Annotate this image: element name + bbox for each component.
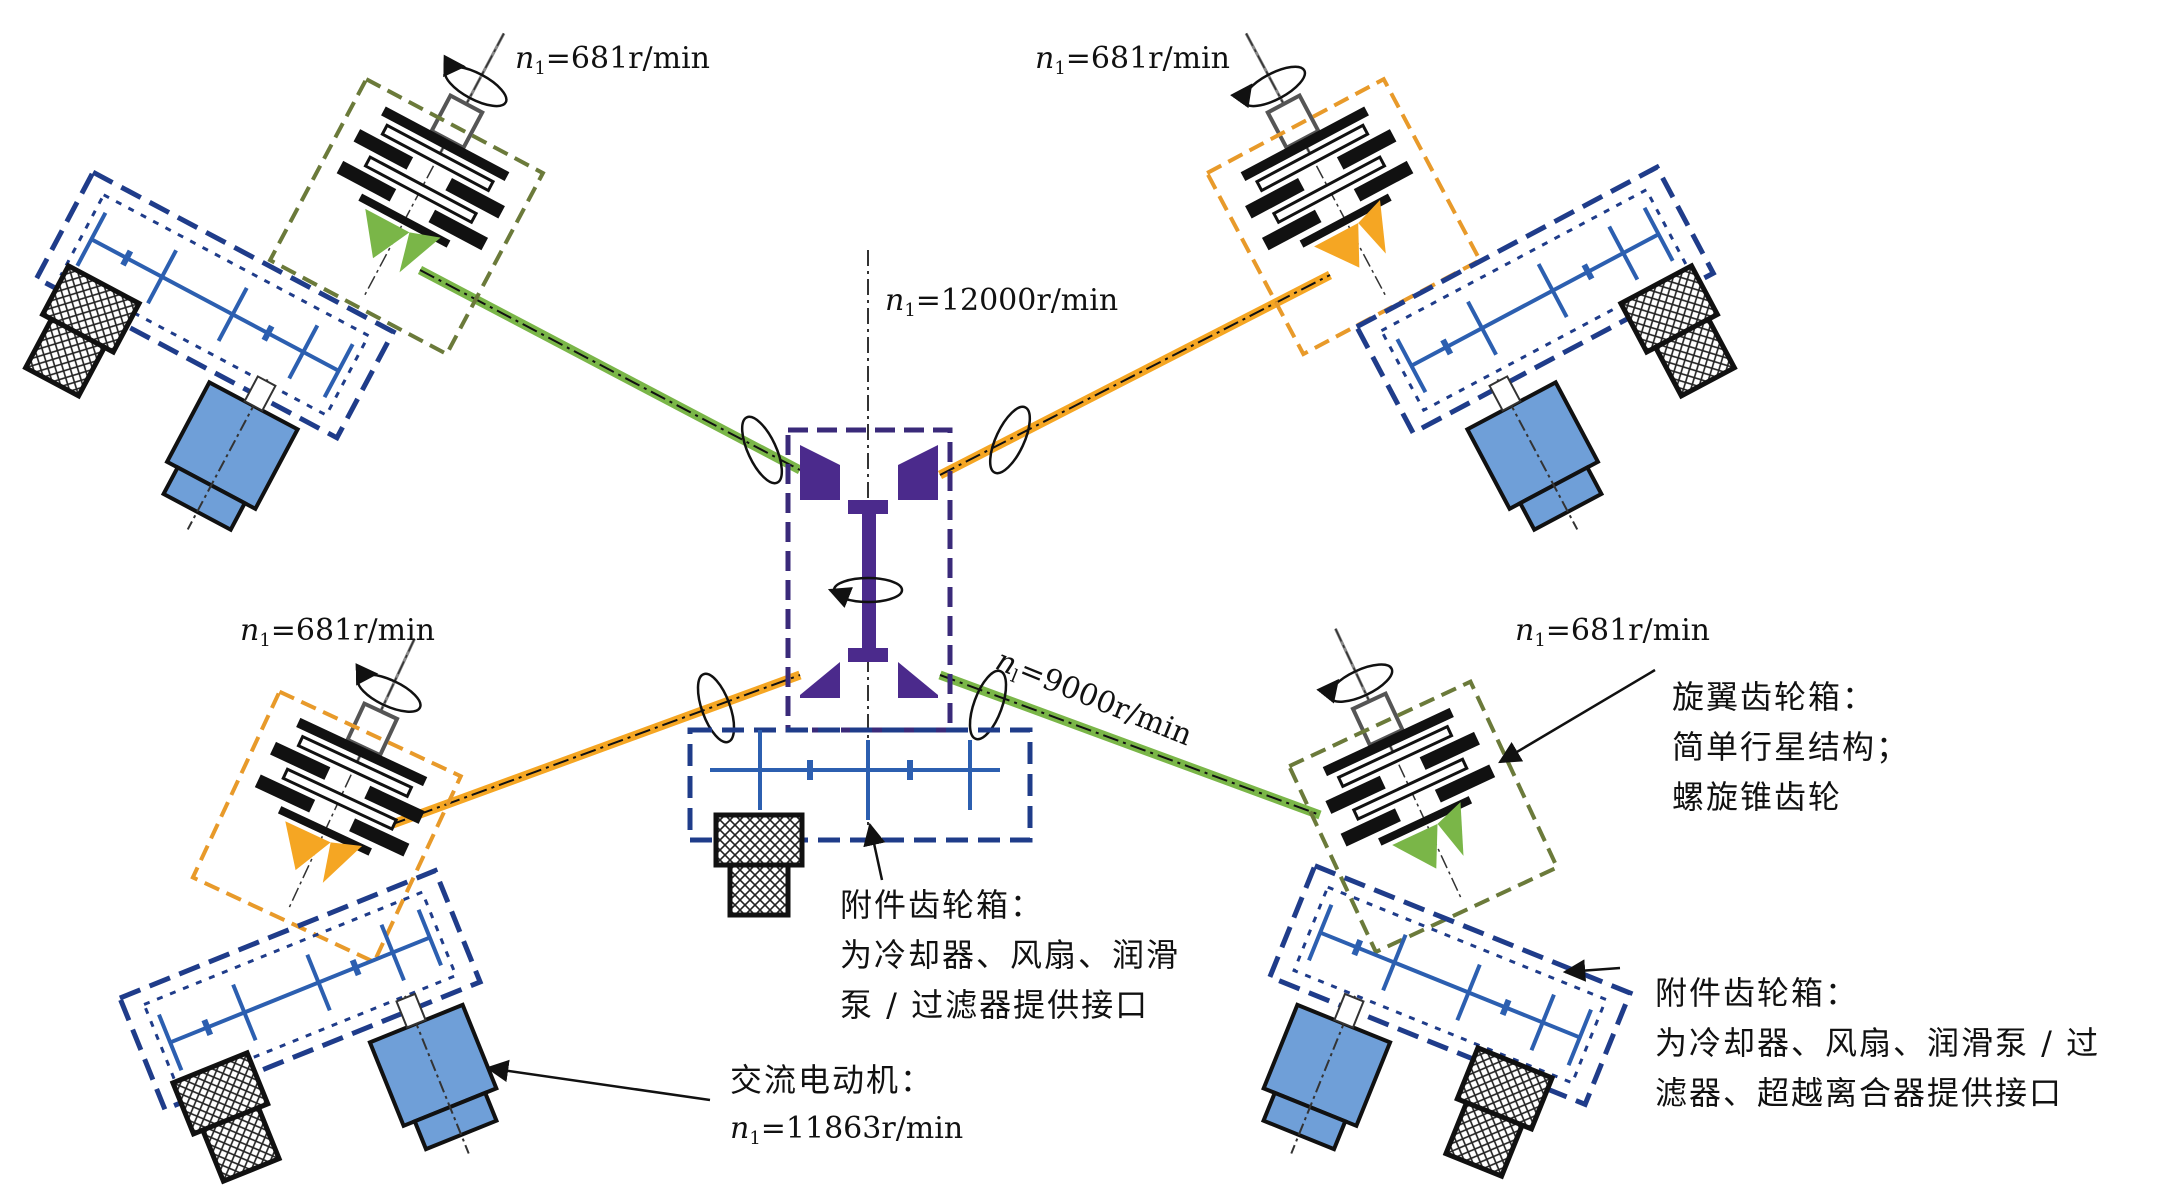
speed-label-rotor-top-right: n1=681r/min [1035,41,1230,79]
shaft-bottom-left [388,670,802,830]
note-motor: 交流电动机： [730,1061,935,1099]
leader-motor [485,1059,711,1102]
speed-label-rotor-bottom-left: n1=681r/min [240,613,435,651]
speed-label-center: n1=12000r/min [885,283,1119,321]
note-accessory-center: 附件齿轮箱： 为冷却器、风扇、润滑 泵 / 过滤器提供接口 [840,886,1181,1024]
speed-label-rotor-bottom-right: n1=681r/min [1515,613,1710,651]
central-gearbox [785,427,953,733]
rotation-arrow [740,415,784,485]
unit-top-left [267,0,592,357]
speed-label-motor: n1=11863r/min [730,1111,964,1149]
unit-bottom-right [1245,586,1560,955]
speed-label-rotor-top-left: n1=681r/min [515,41,710,79]
leader-accessory-center [863,822,886,881]
leader-rotor-gearbox [1498,668,1656,764]
accessory-gearbox-center [687,727,1033,918]
note-accessory-right: 附件齿轮箱： 为冷却器、风扇、润滑泵 / 过 滤器、超越离合器提供接口 [1655,974,2101,1112]
rotation-arrow [988,405,1032,475]
rotation-arrow [968,669,1008,741]
rotation-arrow [696,672,736,744]
shaft-top-right [937,270,1333,480]
note-rotor-gearbox: 旋翼齿轮箱： 简单行星结构； 螺旋锥齿轮 [1672,678,1911,816]
unit-bottom-left [190,596,505,965]
leader-accessory-right [1562,959,1621,982]
shaft-top-left [417,266,803,474]
